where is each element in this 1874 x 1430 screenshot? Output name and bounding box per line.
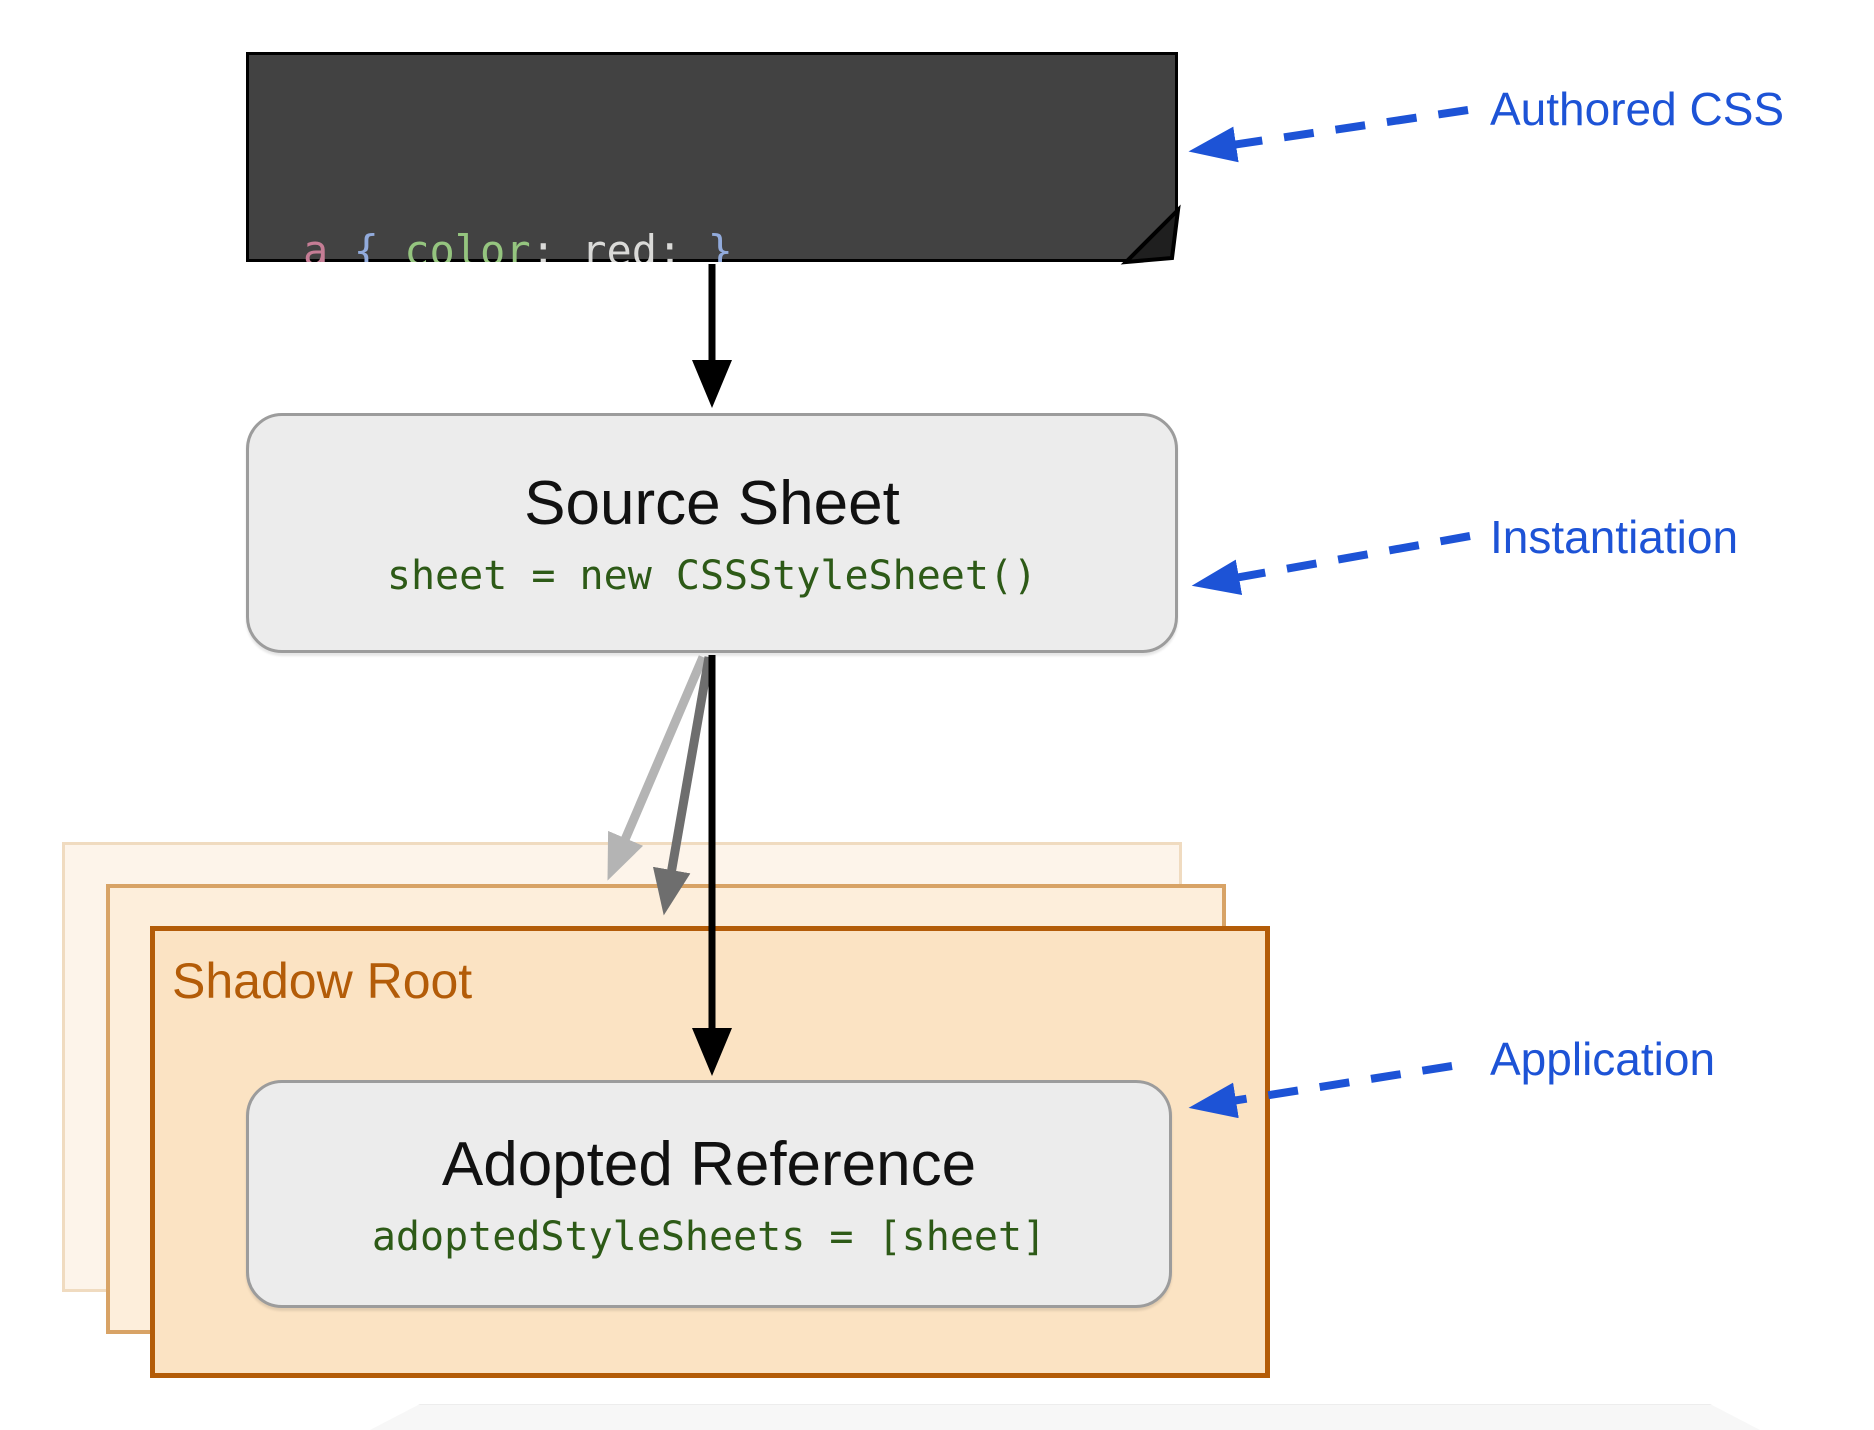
adopted-reference-box: Adopted Reference adoptedStyleSheets = […: [246, 1080, 1172, 1308]
source-sheet-code: sheet = new CSSStyleSheet(): [386, 552, 1038, 599]
authored-css-annotation: Authored CSS: [1490, 83, 1785, 135]
application-annotation: Application: [1490, 1033, 1716, 1085]
adopted-reference-code: adoptedStyleSheets = [sheet]: [371, 1213, 1047, 1260]
authored-css-note: a { color: red; } p { padding: 10px; }: [246, 52, 1178, 262]
adopted-reference-title: Adopted Reference: [441, 1129, 977, 1199]
source-sheet-title: Source Sheet: [524, 468, 900, 538]
instantiation-annotation: Instantiation: [1490, 511, 1739, 563]
source-sheet-box: Source Sheet sheet = new CSSStyleSheet(): [246, 413, 1178, 653]
arrow-source-to-back-layer: [607, 655, 708, 881]
bottom-peek-shape: [370, 1404, 1760, 1430]
folded-corner-icon: [1120, 204, 1181, 265]
arrow-instantiation-annotation: [1191, 532, 1471, 596]
arrow-authored-css-annotation: [1188, 106, 1469, 163]
css-rule-line: a { color: red; }: [303, 226, 733, 275]
shadow-root-label: Shadow Root: [172, 953, 473, 1009]
